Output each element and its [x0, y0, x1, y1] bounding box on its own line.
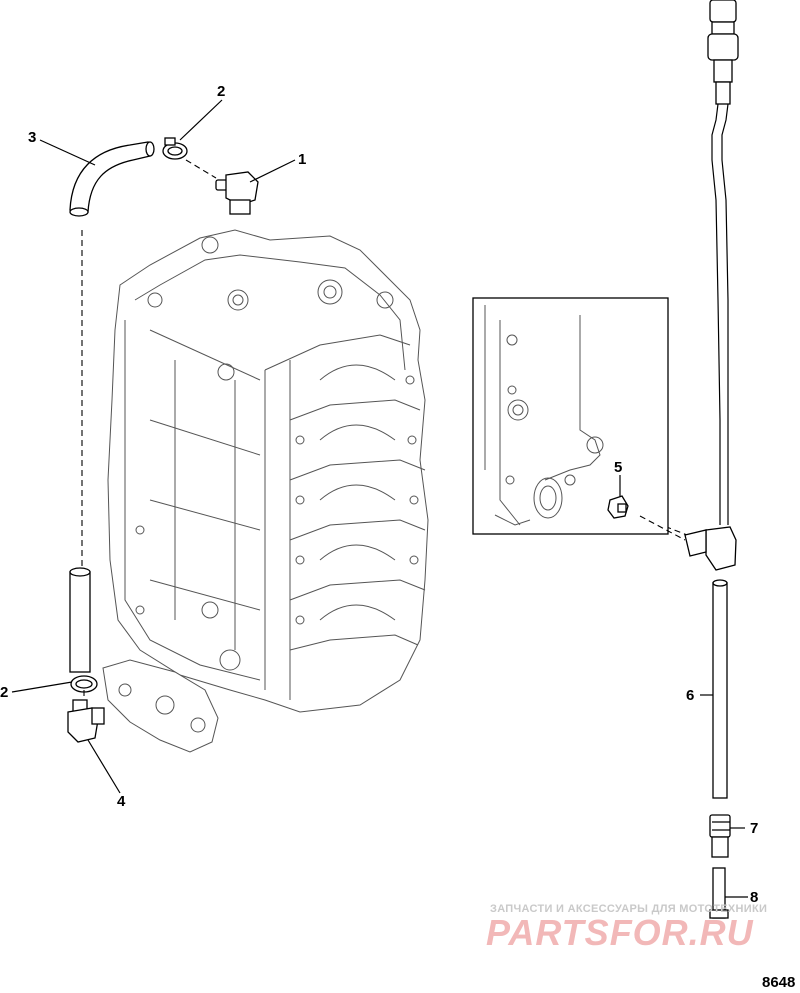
clamp-part-2-lower [70, 675, 98, 693]
elbow-fitting-part-4 [67, 699, 105, 743]
callout-labels: 1 2 3 2 4 5 6 7 8 [0, 83, 758, 906]
connector-part-7 [709, 814, 731, 858]
callout-5: 5 [614, 459, 622, 476]
callout-1: 1 [298, 151, 306, 168]
watermark-logo: PARTSFOR.RU [486, 912, 754, 953]
cover-plate [102, 659, 219, 753]
watermark: ЗАПЧАСТИ И АКСЕССУАРЫ ДЛЯ МОТОТЕХНИКИ PA… [486, 903, 767, 953]
hose-part-3 [69, 141, 155, 217]
clamp-part-2-upper [162, 137, 188, 160]
fitting-part-5 [607, 495, 629, 519]
watermark-tagline: ЗАПЧАСТИ И АКСЕССУАРЫ ДЛЯ МОТОТЕХНИКИ [490, 903, 767, 915]
callout-8: 8 [750, 889, 758, 906]
hose-straight-segment [69, 567, 91, 673]
straight-tube-part-6 [712, 579, 728, 799]
callout-2-upper: 2 [217, 83, 225, 100]
detail-inset [472, 297, 669, 535]
engine-block [107, 229, 429, 713]
callout-6: 6 [686, 687, 694, 704]
leader-lines [11, 99, 748, 898]
callout-3: 3 [28, 129, 36, 146]
callout-2-lower: 2 [0, 684, 8, 701]
upper-tube-assembly [639, 0, 739, 571]
callout-4: 4 [117, 793, 126, 810]
elbow-fitting-part-1 [215, 171, 259, 215]
figure-number: 8648 [762, 974, 795, 991]
dipstick-part-8 [709, 867, 729, 919]
callout-7: 7 [750, 820, 758, 837]
